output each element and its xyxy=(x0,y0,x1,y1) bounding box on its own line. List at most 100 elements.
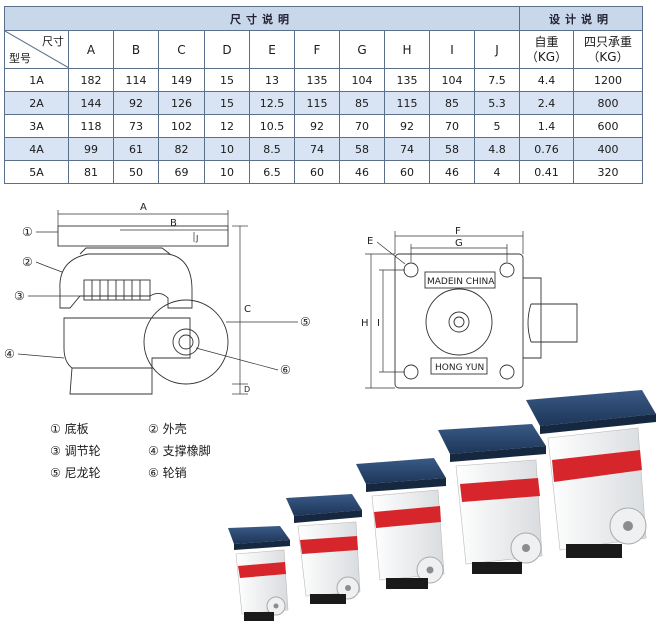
legend-item: ⑤ 尼龙轮 xyxy=(50,464,101,481)
dim-cell: 50 xyxy=(113,160,159,184)
leveler-4a xyxy=(286,494,362,604)
dim-cell: 10 xyxy=(204,160,250,184)
dim-cell: 149 xyxy=(158,68,205,92)
dim-label-b: B xyxy=(170,218,177,229)
dim-cell: 70 xyxy=(339,114,385,138)
dim-cell: 5 xyxy=(474,114,520,138)
callout-6: ⑥ xyxy=(280,363,291,377)
plate-text-2: HONG YUN xyxy=(435,363,484,373)
col-header: C xyxy=(158,30,205,69)
callout-2: ② xyxy=(22,255,33,269)
weight-header: 自重 （KG） xyxy=(519,30,574,69)
legend-label: 调节轮 xyxy=(64,444,101,458)
model-cell: 2A xyxy=(4,91,69,115)
dim-label-f: F xyxy=(455,226,461,237)
dim-cell: 144 xyxy=(68,91,114,115)
dim-cell: 92 xyxy=(113,91,159,115)
col-header: F xyxy=(294,30,340,69)
dim-cell: 58 xyxy=(339,137,385,161)
dim-cell: 12 xyxy=(204,114,250,138)
dim-cell: 92 xyxy=(294,114,340,138)
dim-cell: 118 xyxy=(68,114,114,138)
bolt-hole-icon xyxy=(499,262,515,278)
model-cell: 5A xyxy=(4,160,69,184)
dim-cell: 182 xyxy=(68,68,114,92)
load-label: 四只承重 xyxy=(583,34,632,49)
dim-cell: 74 xyxy=(384,137,430,161)
dim-cell: 115 xyxy=(294,91,340,115)
dim-cell: 10 xyxy=(204,137,250,161)
legend-num: ① xyxy=(50,422,61,436)
dim-cell: 5.3 xyxy=(474,91,520,115)
spec-table: 尺寸说明 设计说明 尺寸 型号 A B C D E F G H I J 自重 （… xyxy=(4,6,643,184)
weight-label: 自重 xyxy=(534,34,559,49)
corner-top-label: 尺寸 xyxy=(42,35,64,48)
top-view-drawing: F G E H I MADEIN CHINA HONG YUN xyxy=(361,226,578,389)
label-box xyxy=(430,357,488,375)
load-cell: 600 xyxy=(573,114,643,138)
dim-cell: 135 xyxy=(384,68,430,92)
col-header: J xyxy=(474,30,520,69)
legend-num: ③ xyxy=(50,444,61,458)
lower-body-outline xyxy=(63,317,191,369)
dim-cell: 115 xyxy=(384,91,430,115)
dim-cell: 12.5 xyxy=(249,91,295,115)
legend-item: ③ 调节轮 xyxy=(50,442,101,459)
bolt-hole-icon xyxy=(403,364,419,380)
callout-5: ⑤ xyxy=(300,315,311,329)
legend-label: 支撑橡脚 xyxy=(162,444,211,458)
dim-cell: 69 xyxy=(158,160,205,184)
dim-cell: 61 xyxy=(113,137,159,161)
weight-unit: （KG） xyxy=(525,49,568,64)
legend-item: ④ 支撑橡脚 xyxy=(148,442,211,459)
leveler-3a xyxy=(356,458,446,589)
dim-cell: 46 xyxy=(429,160,475,184)
center-disc-outline xyxy=(425,288,493,356)
dim-cell: 60 xyxy=(384,160,430,184)
product-photo xyxy=(228,390,656,621)
load-cell: 800 xyxy=(573,91,643,115)
legend-num: ② xyxy=(148,422,159,436)
col-header: E xyxy=(249,30,295,69)
legend-label: 底板 xyxy=(64,422,89,436)
adjust-wheel-outline xyxy=(83,279,151,301)
corner-bottom-label: 型号 xyxy=(9,52,31,65)
side-view-drawing: A B J C D ① ② ③ ④ ⑤ ⑥ xyxy=(4,202,311,395)
legend-item: ⑥ 轮销 xyxy=(148,464,187,481)
dim-cell: 104 xyxy=(339,68,385,92)
dim-label-g: G xyxy=(455,238,463,249)
base-plate-outline xyxy=(57,225,229,247)
legend-item: ② 外壳 xyxy=(148,420,187,437)
dim-cell: 135 xyxy=(294,68,340,92)
model-cell: 3A xyxy=(4,114,69,138)
leveler-2a xyxy=(438,424,546,574)
load-cell: 320 xyxy=(573,160,643,184)
rubber-foot-outline xyxy=(69,367,153,395)
callout-1: ① xyxy=(22,225,33,239)
dim-cell: 104 xyxy=(429,68,475,92)
header-design: 设计说明 xyxy=(519,6,643,31)
weight-cell: 0.41 xyxy=(519,160,574,184)
legend-label: 外壳 xyxy=(162,422,187,436)
dim-label-h: H xyxy=(361,318,369,329)
wheel-outline xyxy=(531,303,578,343)
bolt-hole-icon xyxy=(403,262,419,278)
col-header: H xyxy=(384,30,430,69)
dim-cell: 82 xyxy=(158,137,205,161)
dim-cell: 85 xyxy=(429,91,475,115)
legend-label: 尼龙轮 xyxy=(64,466,101,480)
wheel-side-outline xyxy=(523,277,542,359)
dim-cell: 114 xyxy=(113,68,159,92)
nylon-wheel-outline xyxy=(143,299,229,385)
leveler-1a xyxy=(526,390,656,558)
dim-cell: 70 xyxy=(429,114,475,138)
dim-cell: 58 xyxy=(429,137,475,161)
dim-label-d: D xyxy=(244,385,250,394)
col-header: I xyxy=(429,30,475,69)
corner-cell: 尺寸 型号 xyxy=(4,30,69,69)
